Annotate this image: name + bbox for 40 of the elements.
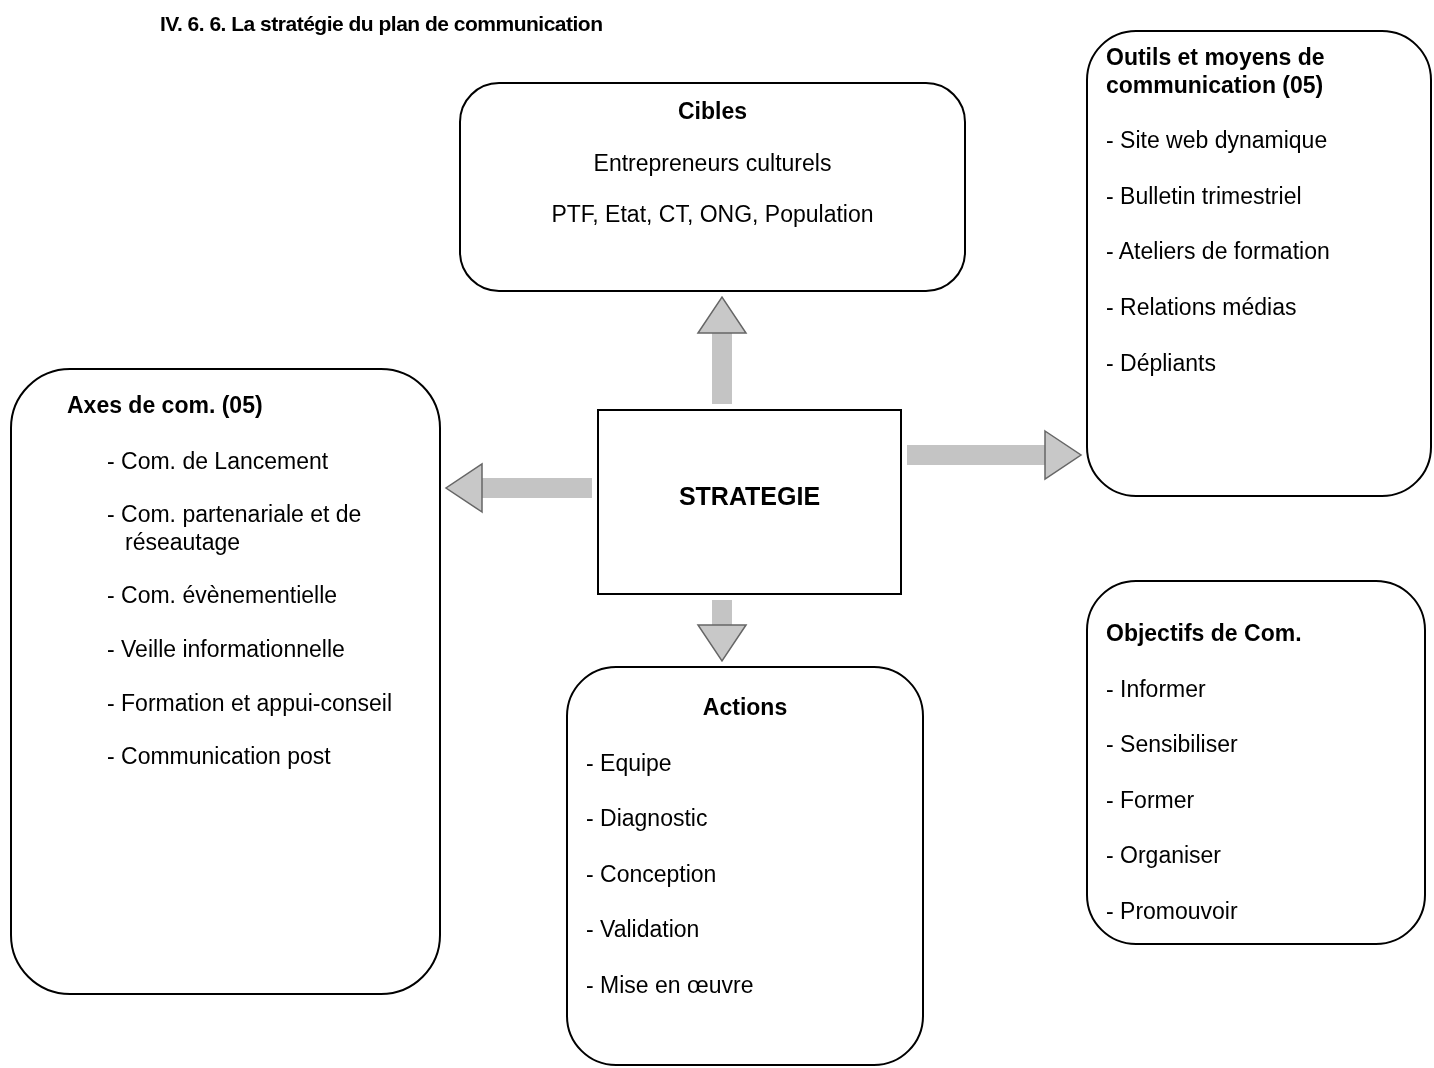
box-heading: Actions bbox=[701, 694, 789, 722]
list-item: - Bulletin trimestriel bbox=[1106, 182, 1303, 211]
block-arrow bbox=[445, 463, 592, 513]
list-item: - Mise en œuvre bbox=[586, 971, 755, 1000]
rounded-box bbox=[566, 666, 924, 1066]
list-item: - Former bbox=[1106, 786, 1196, 815]
list-item: - Sensibiliser bbox=[1106, 731, 1239, 759]
list-item: - Relations médias bbox=[1106, 293, 1298, 322]
box-heading: Outils et moyens de communication (05) bbox=[1106, 44, 1326, 100]
list-item: - Promouvoir bbox=[1106, 897, 1239, 926]
box-heading: Axes de com. (05) bbox=[67, 392, 264, 420]
list-item: - Veille informationnelle bbox=[107, 635, 346, 664]
list-item: - Dépliants bbox=[1106, 349, 1217, 378]
list-item: - Diagnostic bbox=[586, 805, 709, 833]
box-heading: Cibles bbox=[677, 98, 748, 126]
list-item: - Conception bbox=[586, 860, 718, 889]
diagram-title: IV. 6. 6. La stratégie du plan de communication bbox=[160, 12, 603, 36]
list-item: - Validation bbox=[586, 916, 701, 944]
list-item: - Com. de Lancement bbox=[107, 447, 330, 476]
box-heading: Objectifs de Com. bbox=[1106, 620, 1303, 648]
rounded-box bbox=[459, 82, 966, 292]
list-item: - Com. évènementielle bbox=[107, 582, 339, 610]
list-item: PTF, Etat, CT, ONG, Population bbox=[550, 201, 875, 229]
rounded-box bbox=[10, 368, 441, 995]
list-item: - Ateliers de formation bbox=[1106, 238, 1331, 266]
block-arrow bbox=[697, 296, 747, 404]
list-item: - Communication post bbox=[107, 743, 332, 771]
list-item: - Informer bbox=[1106, 675, 1207, 704]
process-box bbox=[597, 409, 902, 595]
list-item: Entrepreneurs culturels bbox=[592, 149, 833, 178]
list-item: - Formation et appui-conseil bbox=[107, 689, 394, 718]
list-item: - Organiser bbox=[1106, 842, 1223, 870]
rounded-box bbox=[1086, 30, 1432, 497]
list-item: - Site web dynamique bbox=[1106, 127, 1329, 155]
list-item: - Equipe bbox=[586, 749, 673, 778]
box-heading: STRATEGIE bbox=[677, 481, 822, 511]
block-arrow bbox=[697, 600, 747, 662]
list-item: - Com. partenariale et de réseautage bbox=[107, 501, 363, 557]
rounded-box bbox=[1086, 580, 1426, 945]
block-arrow bbox=[907, 430, 1082, 480]
